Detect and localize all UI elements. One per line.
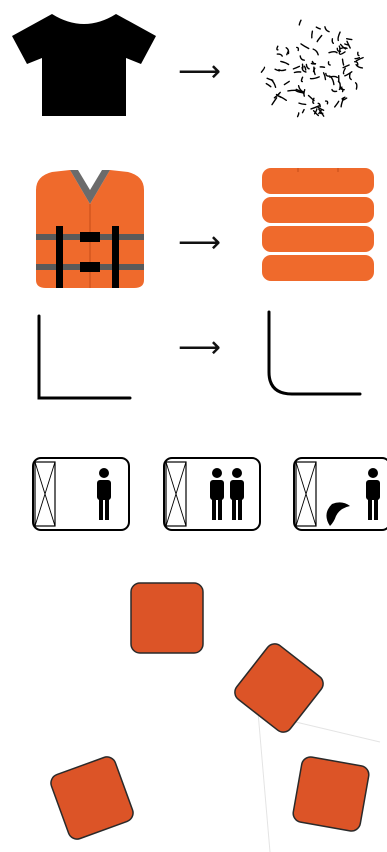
fiber-strand xyxy=(356,83,357,89)
fiber-strand xyxy=(341,98,343,106)
fiber-strand xyxy=(331,77,334,85)
fiber-strand xyxy=(304,66,305,70)
transform-arrow: ⟶ xyxy=(178,57,221,87)
fiber-strand xyxy=(294,72,300,73)
fiber-strand xyxy=(284,81,289,84)
life-vest-icon xyxy=(30,168,150,293)
fiber-strand xyxy=(335,101,339,107)
fiber-strand xyxy=(343,68,345,73)
fiber-strand xyxy=(281,61,289,64)
fiber-strand xyxy=(309,96,315,101)
fiber-strand xyxy=(332,39,333,44)
fiber-strand xyxy=(340,52,345,54)
fiber-strand xyxy=(298,113,299,117)
fiber-strand xyxy=(326,73,330,76)
fiber-strand xyxy=(288,90,296,91)
quilted-cushion-icon xyxy=(258,164,378,286)
fiber-strand xyxy=(271,80,275,88)
fiber-strand xyxy=(356,65,362,68)
fiber-strand xyxy=(277,54,282,56)
fiber-strand xyxy=(350,73,352,79)
fiber-strand xyxy=(279,70,286,71)
tshirt-icon xyxy=(8,12,168,122)
shredded-fibers-icon xyxy=(252,12,382,122)
sharp-corner-icon xyxy=(34,314,134,414)
fiber-strand xyxy=(347,39,352,40)
transformation-row-shirt: ⟶ xyxy=(0,0,387,130)
fiber-strand xyxy=(328,62,330,65)
orange-pad xyxy=(48,754,135,841)
fiber-strand xyxy=(272,98,277,105)
fiber-strand xyxy=(329,52,337,53)
orange-pad xyxy=(231,640,326,735)
door-panel-single xyxy=(31,456,131,536)
fiber-strand xyxy=(300,56,304,60)
transformation-row-vest: ⟶ xyxy=(0,160,387,290)
fiber-strand xyxy=(343,59,344,65)
fiber-strand xyxy=(306,64,309,68)
fiber-strand xyxy=(297,47,299,50)
fiber-strand xyxy=(358,52,359,55)
fiber-strand xyxy=(332,90,337,92)
fiber-strand xyxy=(316,27,320,29)
fiber-strand xyxy=(301,44,309,49)
door-panel-with-leaf xyxy=(292,456,387,536)
fiber-strand xyxy=(338,32,340,40)
fiber-strand xyxy=(293,66,299,69)
fiber-strand xyxy=(313,49,318,55)
scattered-pads-area xyxy=(0,572,387,852)
fiber-strand xyxy=(303,110,305,113)
fiber-strand xyxy=(261,67,264,72)
fiber-strand xyxy=(280,96,287,100)
fiber-strand xyxy=(304,90,305,96)
fiber-strand xyxy=(345,72,352,76)
fiber-strand xyxy=(317,36,322,42)
transformation-row-corner: ⟶ xyxy=(0,300,387,410)
fiber-strand xyxy=(326,101,328,104)
fiber-strand xyxy=(266,84,271,87)
fiber-strand xyxy=(355,58,359,59)
fiber-strand xyxy=(299,103,306,104)
fiber-strand xyxy=(299,20,301,25)
door-panel-row xyxy=(0,448,387,558)
rounded-corner-icon xyxy=(264,310,364,410)
fiber-strand xyxy=(339,46,340,53)
door-panel-double xyxy=(162,456,262,536)
fiber-strand xyxy=(311,63,315,64)
orange-pad xyxy=(131,583,203,653)
fiber-strand xyxy=(287,51,288,54)
fiber-strand xyxy=(311,77,320,79)
transform-arrow: ⟶ xyxy=(178,333,221,363)
orange-pad xyxy=(292,756,370,833)
fiber-strand xyxy=(340,48,347,49)
fiber-strand xyxy=(277,46,278,50)
fiber-strand xyxy=(325,27,329,32)
fiber-strand xyxy=(330,76,338,77)
transform-arrow: ⟶ xyxy=(178,228,221,258)
fiber-strand xyxy=(312,31,313,38)
fiber-strand xyxy=(301,77,302,81)
